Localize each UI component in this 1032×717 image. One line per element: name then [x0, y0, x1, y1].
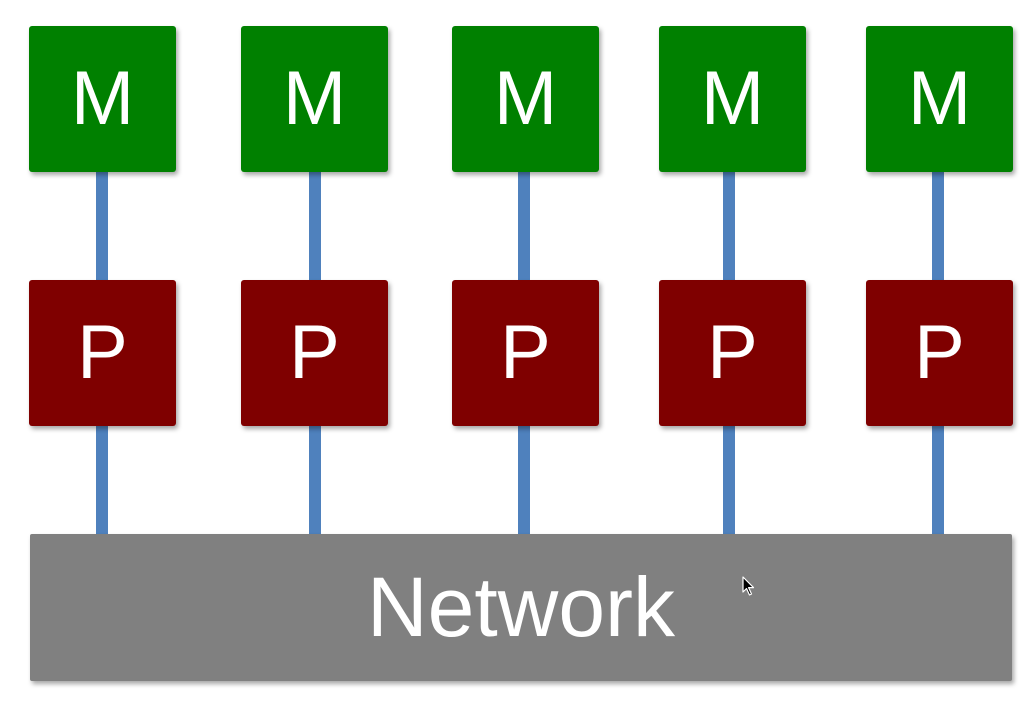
- memory-box-2: M: [241, 26, 388, 172]
- processor-box-5: P: [866, 280, 1013, 426]
- processor-box-3: P: [452, 280, 599, 426]
- memory-box-1: M: [29, 26, 176, 172]
- processor-box-2: P: [241, 280, 388, 426]
- memory-box-4: M: [659, 26, 806, 172]
- memory-box-3: M: [452, 26, 599, 172]
- network-bar: Network: [30, 534, 1012, 681]
- processor-box-1: P: [29, 280, 176, 426]
- memory-box-5: M: [866, 26, 1013, 172]
- processor-box-4: P: [659, 280, 806, 426]
- mouse-pointer-icon: [742, 576, 755, 596]
- network-label: Network: [366, 560, 676, 654]
